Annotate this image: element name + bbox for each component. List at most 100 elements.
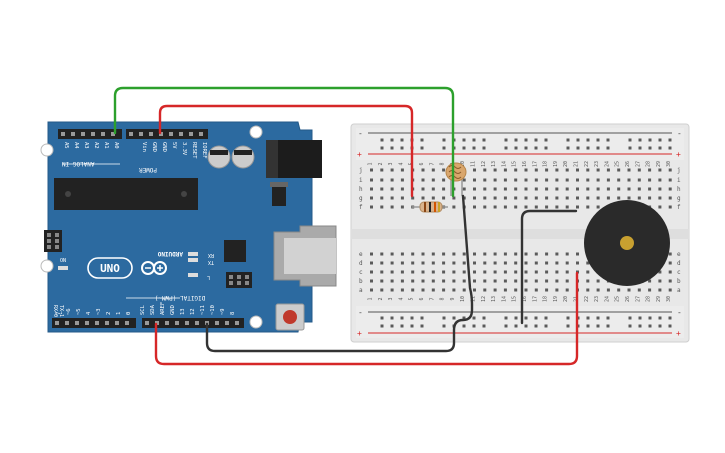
breadboard-hole[interactable] [514, 196, 518, 200]
breadboard-hole[interactable] [555, 288, 559, 292]
power-pin[interactable] [179, 132, 183, 136]
rail-hole[interactable] [462, 324, 466, 328]
rail-hole[interactable] [658, 324, 662, 328]
breadboard-hole[interactable] [658, 168, 662, 172]
breadboard-hole[interactable] [586, 288, 590, 292]
digital-pin[interactable] [115, 321, 119, 325]
breadboard-hole[interactable] [586, 178, 590, 182]
breadboard-hole[interactable] [483, 178, 487, 182]
breadboard-hole[interactable] [648, 168, 652, 172]
breadboard-hole[interactable] [390, 288, 394, 292]
rail-hole[interactable] [534, 324, 538, 328]
breadboard-hole[interactable] [545, 252, 549, 256]
breadboard-hole[interactable] [545, 168, 549, 172]
breadboard-hole[interactable] [390, 252, 394, 256]
breadboard-hole[interactable] [596, 178, 600, 182]
wires[interactable] [113, 86, 579, 366]
breadboard-hole[interactable] [473, 270, 476, 274]
breadboard-hole[interactable] [442, 252, 446, 256]
breadboard-hole[interactable] [400, 261, 404, 265]
rail-hole[interactable] [658, 316, 662, 320]
rail-hole[interactable] [442, 138, 446, 142]
power-pin[interactable] [189, 132, 193, 136]
rail-hole[interactable] [442, 324, 446, 328]
icsp-header-right[interactable] [226, 272, 252, 288]
breadboard-hole[interactable] [370, 187, 373, 191]
analog-pin[interactable] [101, 132, 105, 136]
breadboard-hole[interactable] [545, 205, 549, 209]
breadboard-hole[interactable] [503, 205, 507, 209]
breadboard-hole[interactable] [370, 205, 373, 209]
breadboard-hole[interactable] [617, 196, 621, 200]
breadboard-hole[interactable] [648, 279, 652, 283]
breadboard-hole[interactable] [668, 187, 672, 191]
rail-hole[interactable] [472, 316, 476, 320]
breadboard-hole[interactable] [442, 168, 446, 172]
rail-hole[interactable] [482, 146, 486, 150]
breadboard-hole[interactable] [586, 270, 590, 274]
breadboard-hole[interactable] [514, 178, 518, 182]
digital-pin[interactable] [225, 321, 229, 325]
rail-hole[interactable] [628, 138, 632, 142]
rail-hole[interactable] [668, 138, 672, 142]
rail-hole[interactable] [596, 138, 600, 142]
breadboard-hole[interactable] [637, 187, 641, 191]
breadboard-hole[interactable] [503, 196, 507, 200]
breadboard-hole[interactable] [390, 168, 394, 172]
breadboard-hole[interactable] [493, 168, 497, 172]
power-pin[interactable] [149, 132, 153, 136]
breadboard-hole[interactable] [431, 270, 435, 274]
breadboard-hole[interactable] [668, 288, 672, 292]
rail-hole[interactable] [524, 324, 528, 328]
breadboard-hole[interactable] [503, 279, 507, 283]
rail-hole[interactable] [400, 138, 404, 142]
breadboard-hole[interactable] [627, 196, 631, 200]
breadboard-hole[interactable] [370, 261, 373, 265]
rail-hole[interactable] [648, 146, 652, 150]
breadboard-hole[interactable] [534, 205, 538, 209]
breadboard-hole[interactable] [431, 261, 435, 265]
breadboard-hole[interactable] [658, 205, 662, 209]
rail-hole[interactable] [420, 146, 424, 150]
rail-hole[interactable] [628, 146, 632, 150]
rail-hole[interactable] [586, 316, 590, 320]
rail-hole[interactable] [638, 316, 642, 320]
breadboard-hole[interactable] [586, 196, 590, 200]
rail-hole[interactable] [504, 324, 508, 328]
breadboard-hole[interactable] [503, 178, 507, 182]
breadboard-hole[interactable] [658, 196, 662, 200]
rail-hole[interactable] [420, 316, 424, 320]
breadboard-hole[interactable] [400, 279, 404, 283]
breadboard-hole[interactable] [452, 270, 456, 274]
reset-button-cap[interactable] [283, 310, 297, 324]
breadboard-hole[interactable] [648, 196, 652, 200]
breadboard-hole[interactable] [555, 261, 559, 265]
breadboard-hole[interactable] [411, 196, 415, 200]
breadboard-hole[interactable] [524, 196, 528, 200]
breadboard-hole[interactable] [411, 252, 415, 256]
breadboard-hole[interactable] [452, 279, 456, 283]
rail-hole[interactable] [410, 324, 414, 328]
breadboard-hole[interactable] [390, 196, 394, 200]
breadboard-hole[interactable] [400, 178, 404, 182]
rail-hole[interactable] [544, 316, 548, 320]
breadboard-hole[interactable] [390, 279, 394, 283]
breadboard-hole[interactable] [370, 288, 373, 292]
breadboard-hole[interactable] [586, 205, 590, 209]
breadboard-hole[interactable] [462, 261, 466, 265]
breadboard-hole[interactable] [648, 178, 652, 182]
breadboard-hole[interactable] [431, 187, 435, 191]
breadboard-hole[interactable] [370, 178, 373, 182]
rail-hole[interactable] [566, 316, 570, 320]
breadboard-hole[interactable] [442, 261, 446, 265]
breadboard-hole[interactable] [483, 288, 487, 292]
breadboard-hole[interactable] [503, 261, 507, 265]
breadboard-hole[interactable] [442, 178, 446, 182]
breadboard-hole[interactable] [586, 168, 590, 172]
breadboard-hole[interactable] [390, 261, 394, 265]
breadboard-hole[interactable] [390, 270, 394, 274]
rail-hole[interactable] [638, 324, 642, 328]
rail-hole[interactable] [596, 324, 600, 328]
breadboard-hole[interactable] [473, 261, 476, 265]
breadboard-hole[interactable] [400, 168, 404, 172]
